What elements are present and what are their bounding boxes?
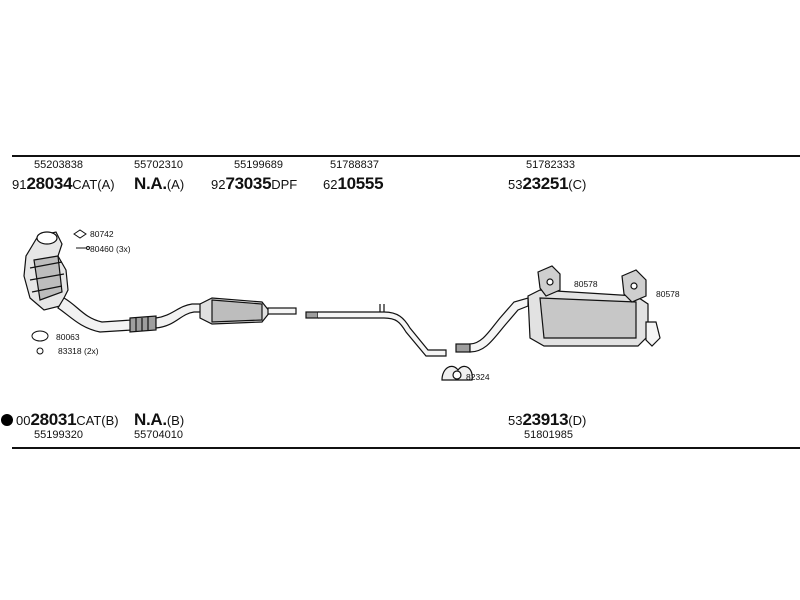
top-divider-line [12,155,800,157]
part-number-catalyst-b: 0028031CAT(B) [16,410,119,429]
callout-80578-b: 80578 [656,289,680,299]
nut-83318-icon [36,347,44,355]
part-number-middle-pipe: 6210555 [323,174,384,193]
oe-number-top-2: 55702310 [134,159,183,171]
oe-number-bottom-2: 55704010 [134,429,183,441]
gasket-80063-icon [31,330,49,342]
callout-83318: 83318 (2x) [58,346,99,356]
part-number-dpf: 9273035DPF [211,174,298,193]
rubber-mount-a [537,265,561,297]
front-flex-pipe [57,297,205,333]
part-number-na-a: N.A.(A) [134,174,185,193]
callout-82324: 82324 [466,372,490,382]
alternative-marker-dot [1,414,13,426]
callout-80578-a: 80578 [574,279,598,289]
gasket-80742-icon [73,229,87,239]
rear-pipe [455,297,529,353]
callout-80063: 80063 [56,332,80,342]
oe-number-bottom-3: 51801985 [524,429,573,441]
bottom-divider-line [12,447,800,449]
callout-80460: 80460 (3x) [90,244,131,254]
oe-number-top-4: 51788837 [330,159,379,171]
part-number-na-b: N.A.(B) [134,410,185,429]
rear-silencer [527,289,661,347]
oe-number-top-3: 55199689 [234,159,283,171]
small-parts [31,229,90,355]
catalytic-converter [23,231,69,311]
pipe-clamp [441,365,473,381]
diesel-particulate-filter [199,297,297,325]
oe-number-top-5: 51782333 [526,159,575,171]
part-number-rear-silencer-d: 5323913(D) [508,410,587,429]
part-number-catalyst-a: 9128034CAT(A) [12,174,115,193]
rubber-mount-b [621,269,647,303]
part-number-rear-silencer-c: 5323251(C) [508,174,587,193]
oe-number-bottom-1: 55199320 [34,429,83,441]
callout-80742: 80742 [90,229,114,239]
middle-pipe [305,304,447,357]
oe-number-top-1: 55203838 [34,159,83,171]
